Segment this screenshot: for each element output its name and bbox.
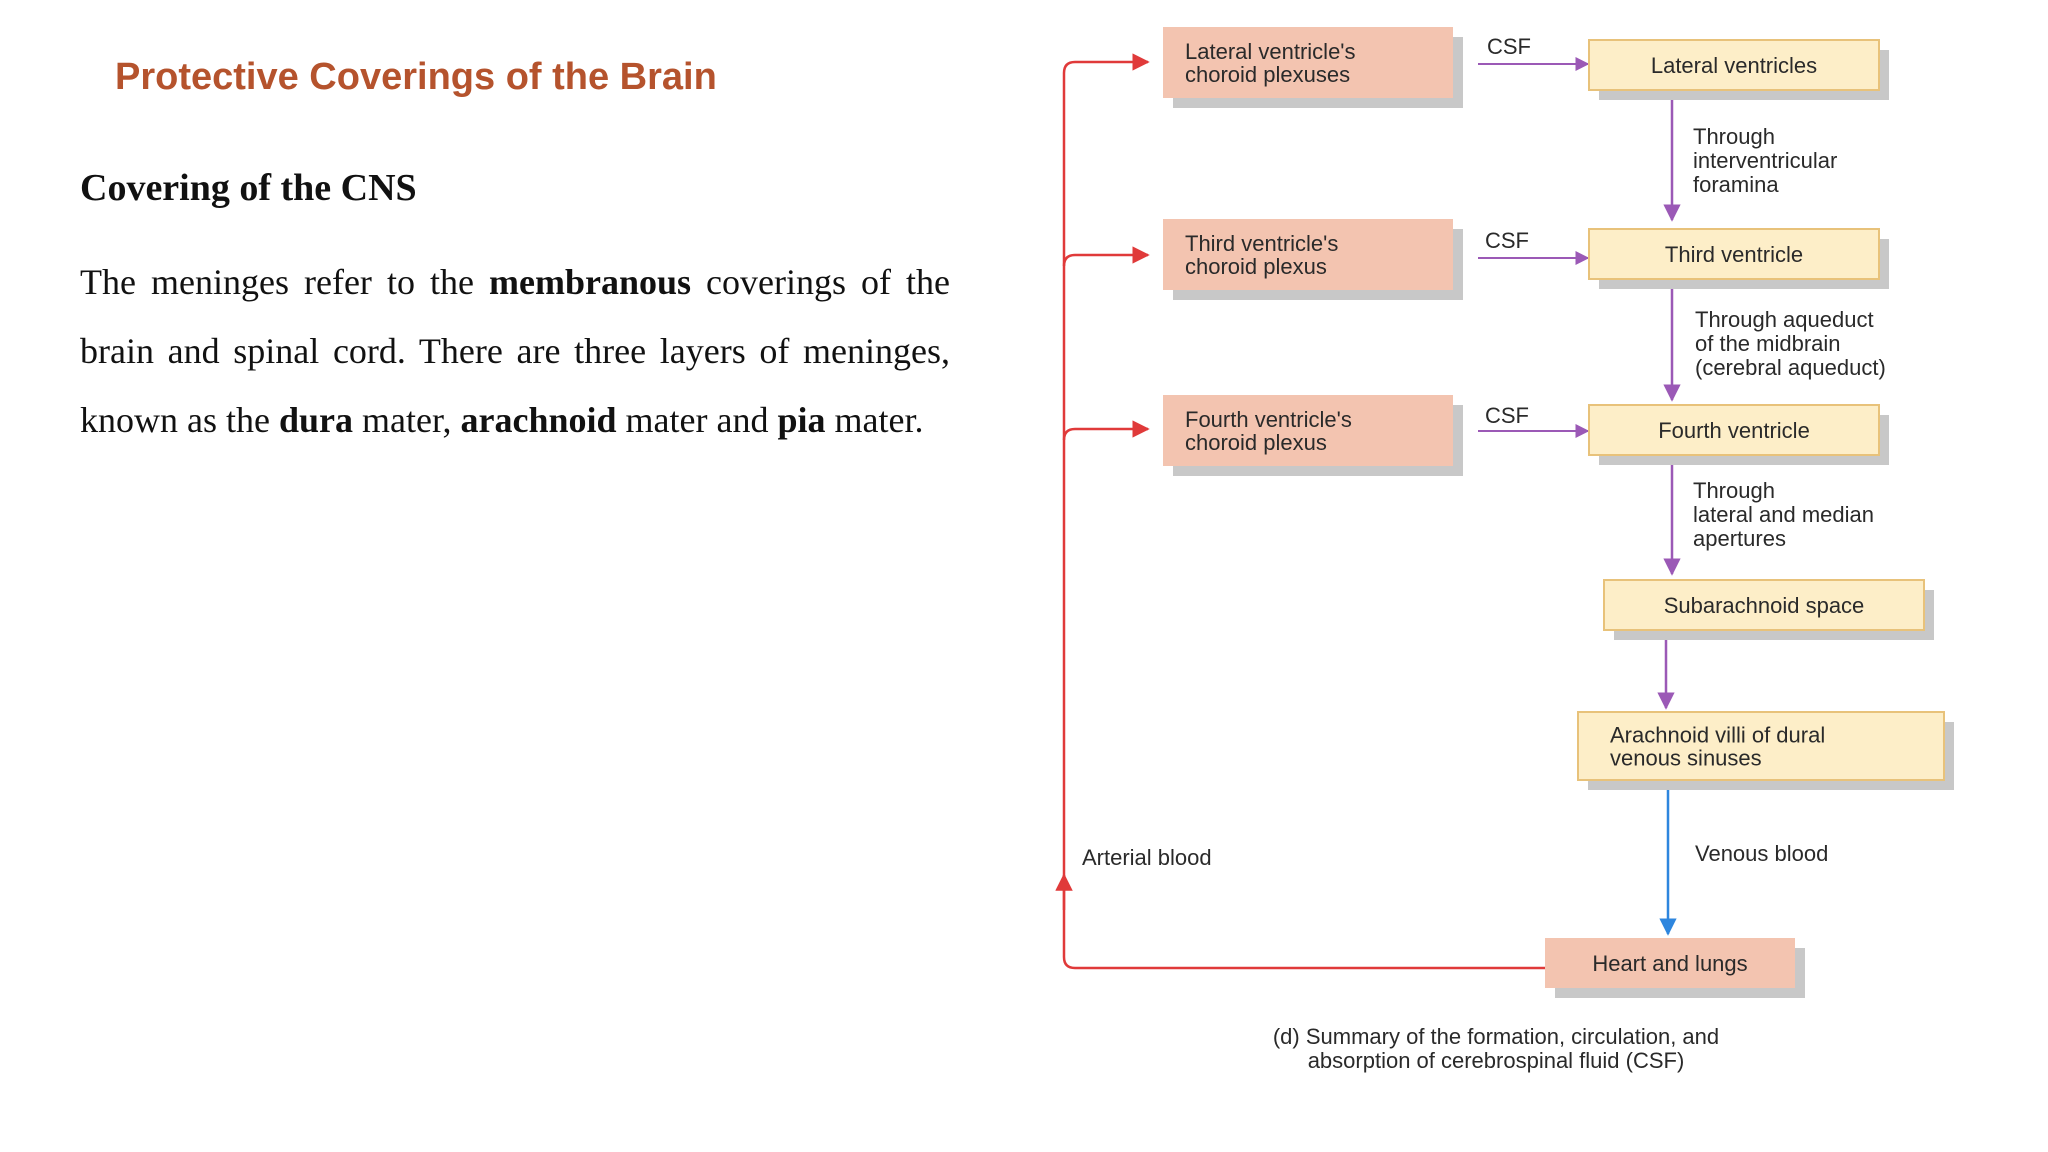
slide-title: Protective Coverings of the Brain	[115, 56, 717, 98]
node-label: venous sinuses	[1610, 746, 1762, 771]
node-lat-vent: Lateral ventricles	[1588, 39, 1889, 100]
node-label: Lateral ventricles	[1651, 53, 1817, 78]
node-box	[1603, 579, 1925, 631]
node-label: Third ventricle	[1665, 242, 1803, 267]
body-paragraph: The meninges refer to the membranous cov…	[80, 248, 950, 455]
node-heart: Heart and lungs	[1545, 938, 1805, 998]
csf-label-2: CSF	[1485, 228, 1529, 253]
node-box	[1588, 39, 1880, 91]
node-box	[1588, 404, 1880, 456]
edge-label-apertures: lateral and median	[1693, 502, 1874, 527]
node-box	[1577, 711, 1945, 781]
paragraph-text: mater,	[353, 400, 461, 440]
caption-line: absorption of cerebrospinal fluid (CSF)	[1308, 1048, 1685, 1073]
node-label: choroid plexus	[1185, 430, 1327, 455]
node-subarachnoid: Subarachnoid space	[1603, 579, 1934, 640]
node-box	[1163, 27, 1453, 98]
edge-label-interventricular: interventricular	[1693, 148, 1837, 173]
node-fourth-vent: Fourth ventricle	[1588, 404, 1889, 465]
diagram-caption: (d) Summary of the formation, circulatio…	[1273, 1024, 1719, 1073]
paragraph-text: coverings of the brain and spinal cord. …	[80, 262, 951, 440]
node-box	[1545, 938, 1795, 988]
node-box	[1163, 219, 1453, 290]
edge-label-aqueduct: Through aqueduct	[1695, 307, 1874, 332]
node-label: Subarachnoid space	[1664, 593, 1865, 618]
venous-blood-label: Venous blood	[1695, 841, 1828, 866]
node-box	[1588, 228, 1880, 280]
node-label: Third ventricle's	[1185, 231, 1338, 256]
csf-label-1: CSF	[1487, 34, 1531, 59]
flow-arrows	[1657, 96, 1681, 936]
node-box	[1163, 395, 1453, 466]
edge-label-apertures: Through	[1693, 478, 1775, 503]
node-label: Fourth ventricle's	[1185, 407, 1352, 432]
node-label: choroid plexuses	[1185, 62, 1350, 87]
arterial-blood-path	[1055, 53, 1545, 970]
edge-label-interventricular: foramina	[1693, 172, 1779, 197]
node-label: Lateral ventricle's	[1185, 39, 1356, 64]
arterial-blood-label: Arterial blood	[1082, 845, 1212, 870]
node-label: choroid plexus	[1185, 254, 1327, 279]
node-third-vent: Third ventricle	[1588, 228, 1889, 289]
paragraph-text: The meninges refer to the	[80, 262, 489, 302]
paragraph-text: mater.	[825, 400, 924, 440]
node-label: Arachnoid villi of dural	[1610, 723, 1825, 748]
section-heading: Covering of the CNS	[80, 167, 417, 209]
csf-arrows	[1478, 57, 1590, 438]
csf-label-3: CSF	[1485, 403, 1529, 428]
paragraph-text: mater and	[616, 400, 778, 440]
bold-term: dura	[278, 400, 353, 440]
bold-term: pia	[777, 400, 826, 440]
edge-label-interventricular: Through	[1693, 124, 1775, 149]
bold-term: arachnoid	[460, 400, 617, 440]
edge-label-aqueduct: of the midbrain	[1695, 331, 1841, 356]
edge-label-apertures: apertures	[1693, 526, 1786, 551]
node-label: Heart and lungs	[1592, 951, 1747, 976]
caption-line: (d) Summary of the formation, circulatio…	[1273, 1024, 1719, 1049]
edge-label-aqueduct: (cerebral aqueduct)	[1695, 355, 1886, 380]
node-label: Fourth ventricle	[1658, 418, 1810, 443]
bold-term: membranous	[488, 262, 691, 302]
